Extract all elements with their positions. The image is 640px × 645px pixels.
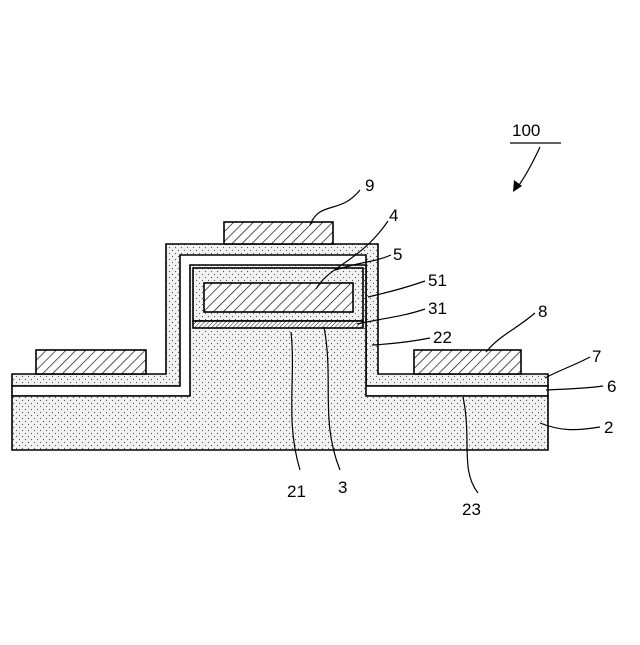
leader-2 (540, 423, 600, 430)
label-9: 8 (538, 302, 547, 321)
label-2: 2 (604, 418, 613, 437)
label-51: 51 (428, 271, 447, 290)
electrode-9 (414, 350, 521, 374)
label-21: 21 (287, 482, 306, 501)
layer-31 (193, 321, 363, 328)
label-23: 23 (462, 500, 481, 519)
label-22: 22 (433, 328, 452, 347)
leader-7 (545, 357, 590, 378)
label-4: 4 (389, 206, 398, 225)
assembly-arrow (517, 147, 540, 188)
leader-9 (486, 313, 535, 352)
label-7: 7 (592, 347, 601, 366)
electrode-8 (224, 222, 333, 244)
label-3: 3 (338, 478, 347, 497)
leader-22 (372, 338, 430, 345)
label-5: 5 (393, 245, 402, 264)
electrode-4 (204, 283, 353, 312)
label-8: 9 (365, 176, 374, 195)
leader-6 (546, 386, 603, 390)
leader-8 (310, 190, 360, 225)
label-6: 6 (607, 377, 616, 396)
assembly-label: 100 (512, 121, 540, 140)
label-31: 31 (428, 299, 447, 318)
left-pad (36, 350, 146, 374)
